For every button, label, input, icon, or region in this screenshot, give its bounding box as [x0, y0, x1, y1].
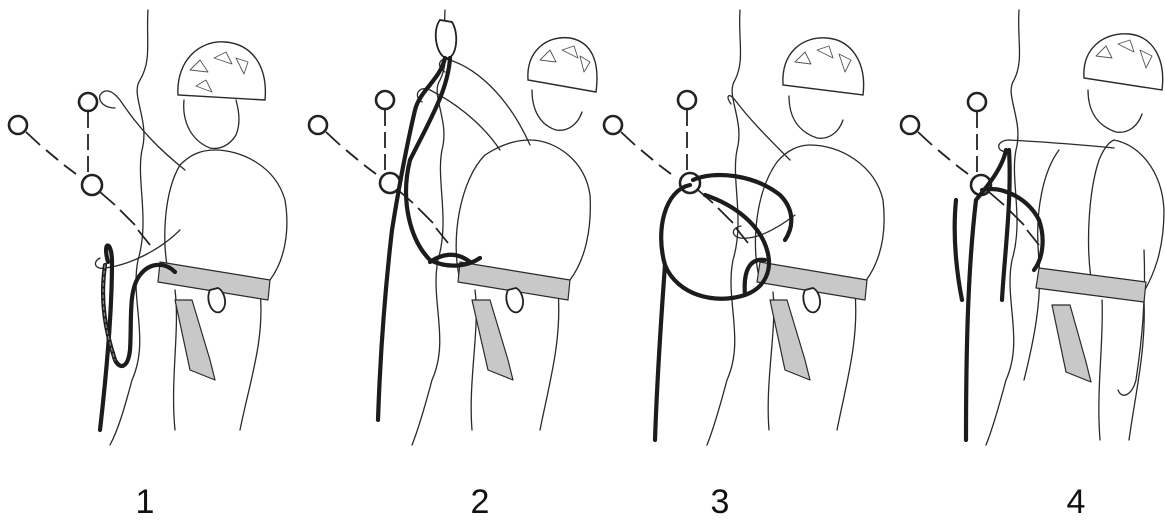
- harness-icon: [1036, 268, 1146, 382]
- step-3-illustration: 3: [595, 0, 886, 470]
- climber-figure-1: [0, 0, 291, 470]
- rope-icon: [655, 175, 791, 440]
- anchor-chain-icon: [604, 91, 748, 243]
- helmet-icon: [783, 38, 864, 95]
- climber-figure-4: [874, 0, 1165, 470]
- step-number-1: 1: [115, 482, 175, 522]
- step-1-illustration: 1: [0, 0, 291, 470]
- climber-figure-3: [595, 0, 886, 470]
- step-2-illustration: 2: [300, 0, 591, 470]
- carabiner-icon: [436, 20, 457, 58]
- step-number-2: 2: [450, 482, 510, 522]
- anchor-chain-icon: [9, 93, 150, 245]
- helmet-icon: [178, 42, 265, 100]
- helmet-icon: [1084, 34, 1163, 90]
- climber-figure-2: [300, 0, 591, 470]
- step-4-illustration: 4: [874, 0, 1165, 470]
- anchor-chain-icon: [309, 91, 448, 243]
- anchor-chain-icon: [901, 93, 1039, 245]
- rope-icon: [955, 150, 1043, 440]
- step-number-3: 3: [690, 482, 750, 522]
- step-number-4: 4: [1046, 482, 1106, 522]
- helmet-icon: [528, 38, 597, 92]
